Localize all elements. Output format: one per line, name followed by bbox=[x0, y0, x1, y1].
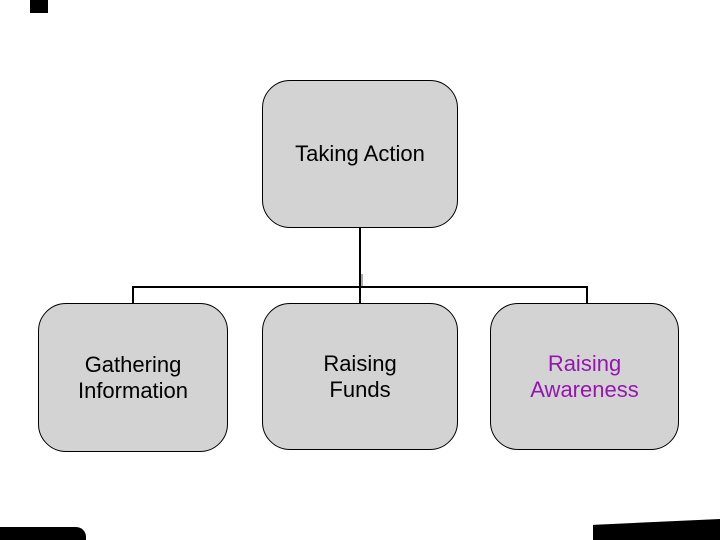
connector-trunk bbox=[359, 227, 361, 288]
node-gathering-information: Gathering Information bbox=[38, 303, 228, 452]
scan-artifact-top-left bbox=[30, 0, 48, 13]
scan-artifact-bottom-right bbox=[593, 519, 720, 540]
node-taking-action-label: Taking Action bbox=[295, 141, 425, 166]
node-raising-funds: Raising Funds bbox=[262, 303, 458, 450]
node-raising-awareness: Raising Awareness bbox=[490, 303, 679, 450]
node-taking-action: Taking Action bbox=[262, 80, 458, 228]
connector-stub-left bbox=[132, 287, 134, 305]
scan-artifact-bottom-left bbox=[0, 527, 86, 540]
connector-stub-center bbox=[359, 287, 361, 305]
node-gathering-information-label: Gathering Information bbox=[77, 351, 189, 403]
connector-stub-right bbox=[586, 287, 588, 305]
connector-gray-tick bbox=[361, 274, 363, 286]
node-raising-awareness-label: Raising Awareness bbox=[530, 350, 639, 402]
node-raising-funds-label: Raising Funds bbox=[323, 350, 397, 402]
